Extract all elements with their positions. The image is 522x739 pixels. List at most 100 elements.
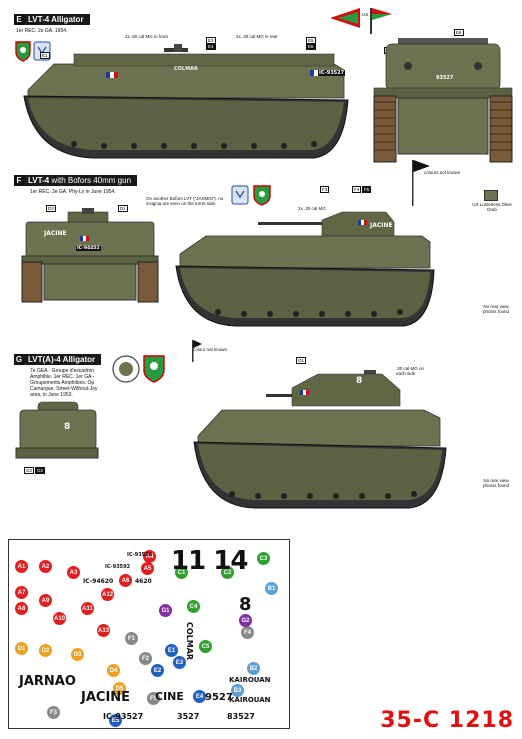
decal-name-cine: CINE <box>155 690 184 703</box>
marker-a8: A8 <box>15 602 28 615</box>
marker-e2: E2 <box>151 664 164 677</box>
decal-small-reg-2: IC-93592 <box>105 564 131 570</box>
front-registration-f: IC-94452 <box>76 246 101 251</box>
label-paint-olive-drab: US Lusterless Olive Drab <box>472 202 512 212</box>
marker-d3: D3 <box>71 648 84 661</box>
black-pennant-g <box>192 340 202 362</box>
hull-registration-e: IC-93527 <box>318 70 346 76</box>
callout-d1: D1 <box>118 205 128 212</box>
marker-c4: C4 <box>187 600 200 613</box>
marker-a11: A11 <box>81 602 94 615</box>
marker-b3: B3 <box>231 684 244 697</box>
marker-f4: F4 <box>241 626 254 639</box>
callout-e4: E4 <box>206 43 216 50</box>
marker-a12: A12 <box>101 588 114 601</box>
marker-g1: G1 <box>159 604 172 617</box>
label-no-rear-f: No rear view photos found <box>482 304 510 314</box>
lvta4-side-view-g <box>193 370 447 509</box>
lvt4-bofors-front-view-f <box>21 208 159 303</box>
marker-f1: F1 <box>125 632 138 645</box>
marker-c1: C1 <box>175 566 188 579</box>
marker-f3: F3 <box>47 706 60 719</box>
unit-insignia-emblems-g <box>112 355 165 383</box>
decal-small-reg-1: IC-93526 <box>127 552 153 558</box>
marker-a1: A1 <box>15 560 28 573</box>
marker-a10: A10 <box>53 612 66 625</box>
label-mg-rear: 2x .30 cal MG in rear <box>236 34 278 39</box>
rear-number-g: 8 <box>64 422 71 432</box>
marker-a6: A6 <box>119 574 132 587</box>
decal-reg-94620: IC-94620 <box>83 578 114 585</box>
marker-c2: C2 <box>221 566 234 579</box>
label-colours-unknown-f: colours not known <box>424 170 461 175</box>
lvta4-rear-view-g <box>15 401 99 459</box>
pennant-flags <box>330 8 392 34</box>
decal-sheet: A1 A2 A3 A4 A5 A6 A7 A8 A9 A10 A11 A12 A… <box>8 539 290 729</box>
marker-e5: E5 <box>109 714 122 727</box>
marker-d1: D1 <box>15 642 28 655</box>
callout-e6: E6 <box>306 43 316 50</box>
decal-small-number-8: 8 <box>239 594 252 615</box>
decal-reg-4620: 4620 <box>135 578 152 585</box>
callout-f3: F3 <box>320 186 330 193</box>
marker-f2: F2 <box>139 652 152 665</box>
section-g-header: G LVT(A)-4 Alligator <box>14 354 102 365</box>
marker-c5: C5 <box>199 640 212 653</box>
side-name-jacine: JACINE <box>370 222 393 229</box>
marker-a7: A7 <box>15 586 28 599</box>
lvt4-side-view-e <box>23 44 349 159</box>
decal-reg-ic: IC-93527 <box>103 712 144 721</box>
lvt4-rear-view-e <box>373 38 513 163</box>
section-e-title: LVT-4 Alligator <box>24 14 90 25</box>
section-f-header: F LVT-4 with Bofors 40mm gun <box>14 175 138 186</box>
paint-swatch-olive-drab <box>484 190 498 201</box>
marker-a13: A13 <box>97 624 110 637</box>
marker-e3: E3 <box>173 656 186 669</box>
callout-g2-rear: G2 <box>24 467 35 474</box>
section-e-letter: E <box>14 14 24 25</box>
marker-d5: D5 <box>113 682 126 695</box>
marker-a9: A9 <box>39 594 52 607</box>
decal-reg-9527: 9527 <box>205 692 233 703</box>
marker-g2: G2 <box>239 614 252 627</box>
decal-name-kairouan: KAIROUAN <box>229 676 271 684</box>
label-other-bofors: On another Bofors LVT ("JASMIN"), no ins… <box>146 196 224 206</box>
front-name-jacine: JACINE <box>44 230 67 237</box>
marker-c3: C3 <box>257 552 270 565</box>
callout-d3: D3 <box>46 205 56 212</box>
callout-g2-rear-dark: G2 <box>35 467 46 474</box>
marker-a3: A3 <box>67 566 80 579</box>
marker-e4: E4 <box>193 690 206 703</box>
section-g-title: LVT(A)-4 Alligator <box>24 354 102 365</box>
marker-f5: F5 <box>147 692 160 705</box>
turret-number-g: 8 <box>356 376 363 386</box>
marker-d2: D2 <box>39 644 52 657</box>
section-f-subtitle: 1er REC. 2e GA. Phy-Ly in June 1954. <box>30 189 116 195</box>
decal-reg-83527: 83527 <box>227 712 255 721</box>
section-e-header: E LVT-4 Alligator <box>14 14 90 25</box>
marker-e1: E1 <box>165 644 178 657</box>
marker-b2: B2 <box>247 662 260 675</box>
decal-reg-3527: 3527 <box>177 712 200 721</box>
product-code: 35-C 1218 <box>380 708 514 733</box>
black-pennant-f <box>412 160 430 206</box>
label-mg30-g: .30 cal MG on each side <box>396 366 425 376</box>
section-f-letter: F <box>14 175 24 186</box>
decal-name-colmar: COLMAR <box>185 622 194 661</box>
decal-name-jacine: JACINE <box>81 690 131 705</box>
section-f-title-wrap: LVT-4 with Bofors 40mm gun <box>24 175 138 186</box>
callout-f4: F4 <box>352 186 362 193</box>
label-mg30-f: 2x .30 cal MG <box>298 206 326 211</box>
decal-name-jarnao: JARNAO <box>19 674 76 689</box>
callout-f5: F5 <box>362 186 372 193</box>
section-f-title: LVT-4 <box>28 176 50 185</box>
marker-b1: B1 <box>265 582 278 595</box>
callout-e6-rear: E6 <box>454 29 464 36</box>
section-f-title-extra: with Bofors 40mm gun <box>51 176 132 185</box>
callout-e1: E1 <box>40 52 50 59</box>
label-mg-front: 2x .50 cal MG in front <box>125 34 168 39</box>
unit-insignia-emblems-f <box>231 185 271 206</box>
label-no-rear-g: No rear view photos found <box>482 478 510 488</box>
rear-registration-e: 93527 <box>436 75 454 81</box>
section-g-subtitle: 7e GEA - Groupe d'escadron Amphibie. 1er… <box>30 368 98 398</box>
